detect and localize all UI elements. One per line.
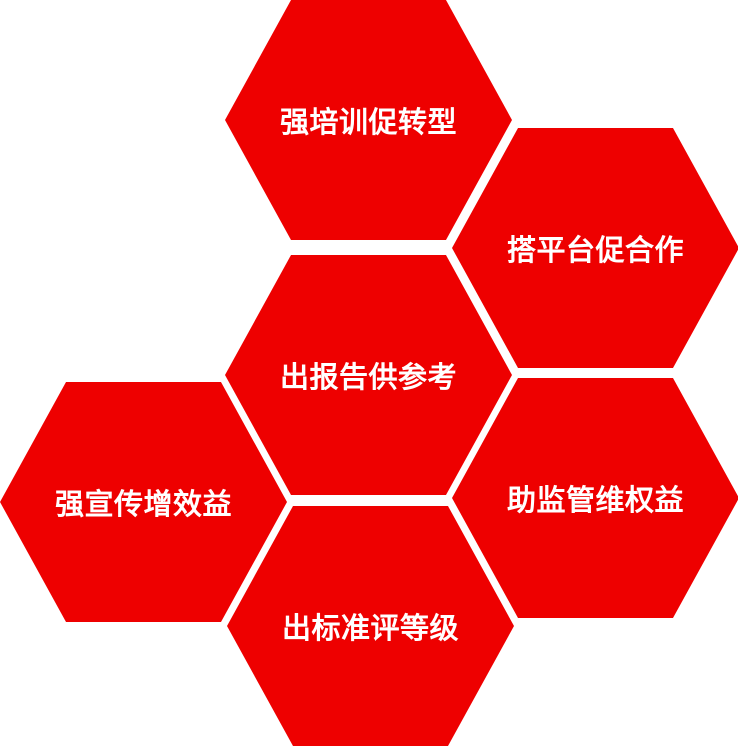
hexagon-label: 出标准评等级 (281, 611, 459, 645)
hexagon-label: 助监管维权益 (506, 483, 684, 517)
hexagon-supervision: 助监管维权益 (452, 378, 738, 618)
hexagon-label: 强培训促转型 (279, 105, 457, 139)
hexagon-report: 出报告供参考 (225, 255, 512, 495)
hexagon-publicity: 强宣传增效益 (0, 382, 287, 622)
hexagon-label: 出报告供参考 (279, 360, 457, 394)
hexagon-training: 强培训促转型 (225, 0, 512, 240)
hexagon-platform: 搭平台促合作 (452, 128, 738, 368)
hexagon-label: 搭平台促合作 (506, 233, 684, 267)
hexagon-label: 强宣传增效益 (54, 487, 232, 521)
hexagon-standards: 出标准评等级 (227, 506, 514, 746)
